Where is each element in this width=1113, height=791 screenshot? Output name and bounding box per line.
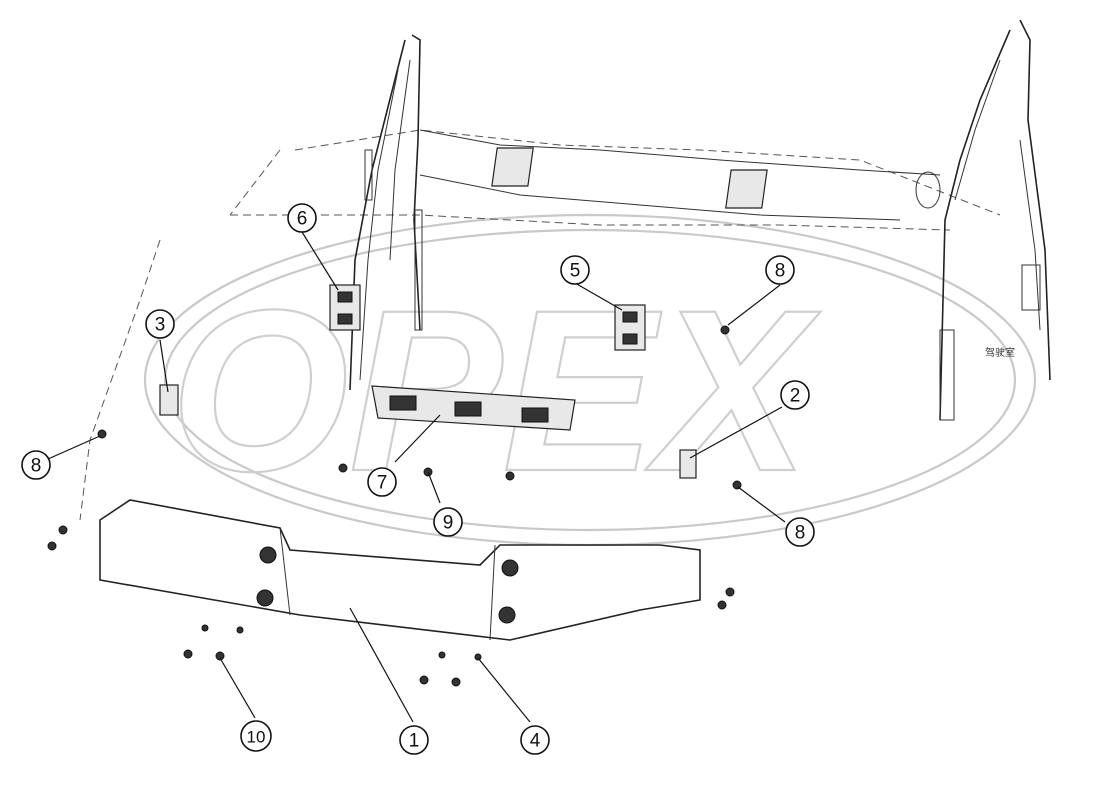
leader-lines <box>47 231 786 723</box>
watermark: OPEX <box>143 213 1037 547</box>
callout-6: 6 <box>287 203 317 233</box>
svg-text:1: 1 <box>409 731 420 752</box>
callout-8c: 8 <box>785 517 815 547</box>
callout-3: 3 <box>145 309 175 339</box>
callouts: 6 3 8 5 8 2 8 7 <box>21 203 815 755</box>
callout-2: 2 <box>780 380 810 410</box>
brackets <box>97 284 742 490</box>
svg-text:3: 3 <box>155 315 166 336</box>
svg-text:7: 7 <box>377 473 388 494</box>
bracket-2 <box>679 449 697 479</box>
sun-visor <box>47 499 735 641</box>
svg-text:6: 6 <box>297 209 308 230</box>
svg-text:8: 8 <box>775 261 786 282</box>
marker-lamp-panel <box>338 385 576 481</box>
callout-8b: 8 <box>765 255 795 285</box>
svg-text:5: 5 <box>570 261 581 282</box>
watermark-text: OPEX <box>170 262 821 519</box>
callout-10: 10 <box>240 720 272 752</box>
svg-text:8: 8 <box>795 523 806 544</box>
roof-vents <box>491 147 768 209</box>
svg-text:10: 10 <box>247 728 266 747</box>
bracket-3 <box>159 384 179 416</box>
right-pillar: 驾驶室 <box>915 19 1051 421</box>
callout-8a: 8 <box>21 450 51 480</box>
callout-5: 5 <box>560 255 590 285</box>
roof-frame <box>79 129 1001 521</box>
callout-4: 4 <box>520 725 550 755</box>
svg-text:9: 9 <box>443 513 454 534</box>
callout-7: 7 <box>367 467 397 497</box>
svg-text:2: 2 <box>790 386 801 407</box>
svg-text:8: 8 <box>31 456 42 477</box>
svg-text:4: 4 <box>530 731 541 752</box>
callout-9: 9 <box>433 507 463 537</box>
callout-1: 1 <box>399 725 429 755</box>
left-pillar <box>349 34 423 391</box>
side-label: 驾驶室 <box>985 346 1015 359</box>
fasteners <box>183 624 482 687</box>
